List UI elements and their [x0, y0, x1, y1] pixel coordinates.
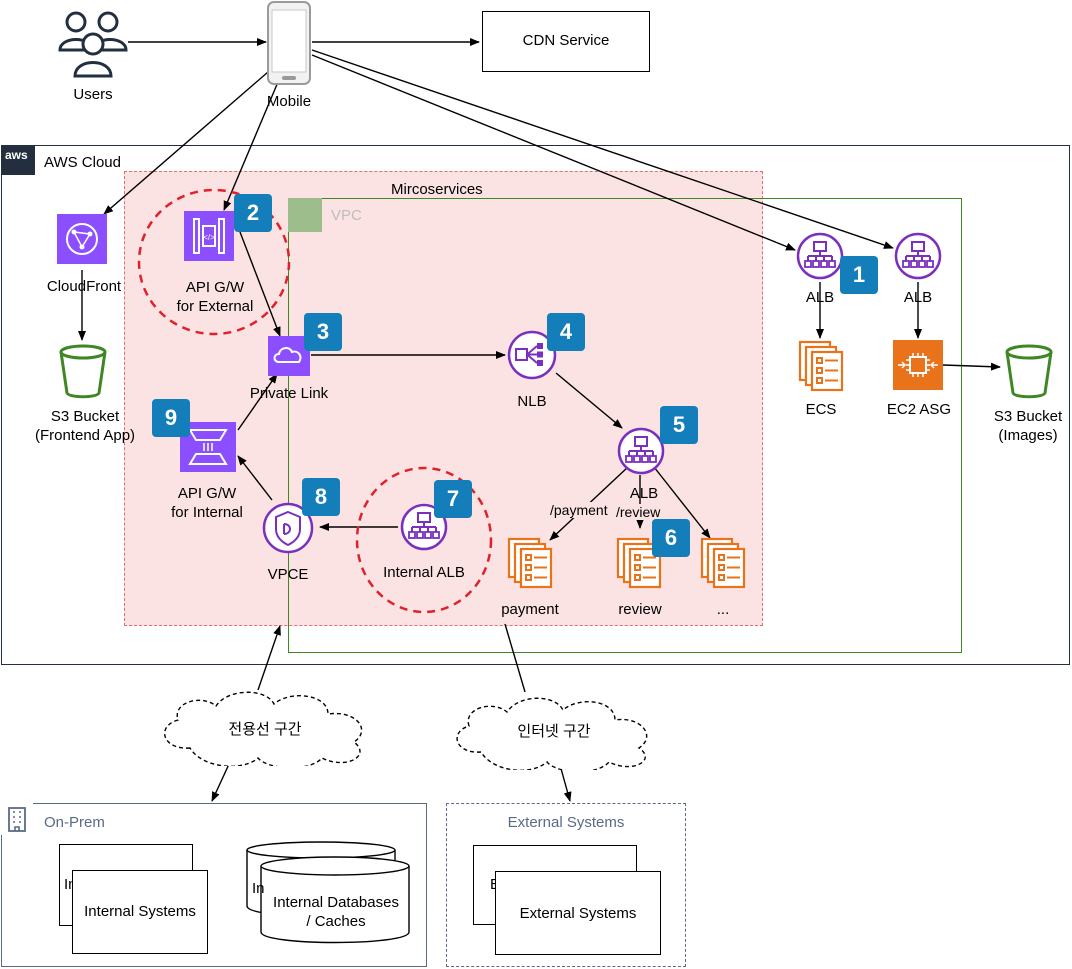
vpc-container [288, 198, 962, 653]
mobile-label: Mobile [266, 93, 312, 110]
users-label: Users [73, 86, 113, 103]
cdn-service-label: CDN Service [522, 32, 610, 49]
vpc-icon [288, 198, 322, 232]
cloudfront-label: CloudFront [46, 278, 122, 295]
badge-6: 6 [652, 519, 690, 557]
cdn-service-box [482, 11, 650, 72]
s3-frontend-label-line1: S3 Bucket [50, 408, 120, 425]
alb-right1-label: ALB [805, 289, 835, 306]
ecs-icon [507, 537, 553, 589]
private-link-label: Private Link [249, 385, 329, 402]
aws-cloud-label: AWS Cloud [44, 154, 121, 171]
apigw-internal-label-line2: for Internal [171, 504, 243, 521]
badge-9: 9 [152, 399, 190, 437]
onprem-container [1, 803, 427, 967]
badge-3: 3 [304, 313, 342, 351]
svg-text:</>: </> [203, 233, 215, 242]
internal-db-label-line1: Internal Databases [273, 894, 399, 911]
highlight-circle-internal-alb [355, 466, 493, 614]
path-review-label: /review [616, 504, 661, 520]
internet-line-label: 인터넷 구간 [517, 723, 591, 740]
apigw-external-label: API G/W for External [160, 278, 270, 316]
database-icon [246, 841, 410, 944]
ecs-icon [798, 340, 844, 392]
alb-icon [796, 232, 844, 280]
review-label: review [618, 601, 662, 618]
alb-icon [617, 427, 665, 475]
ec2-asg-icon [893, 340, 943, 390]
s3-frontend-label: S3 Bucket (Frontend App) [20, 407, 150, 445]
ecs-label: ECS [805, 401, 837, 418]
apigw-internal-label: API G/W for Internal [152, 484, 262, 522]
mobile-icon [267, 1, 311, 85]
onprem-label: On-Prem [44, 814, 105, 831]
internal-db-label: Internal Databases / Caches [261, 893, 411, 931]
s3-images-label: S3 Bucket (Images) [980, 407, 1072, 445]
microservices-label: Mircoservices [391, 181, 483, 198]
s3-images-label-line1: S3 Bucket [993, 408, 1063, 425]
vpce-label: VPCE [267, 566, 309, 583]
nlb-icon [507, 330, 557, 380]
cloud-icon [164, 691, 363, 766]
s3-icon [59, 344, 107, 399]
ecs-icon [616, 537, 662, 589]
aws-logo-text: aws [5, 148, 28, 162]
s3-frontend-label-line2: (Frontend App) [34, 427, 136, 444]
badge-7: 7 [434, 480, 472, 518]
internal-systems-box [72, 870, 208, 954]
badge-4: 4 [547, 313, 585, 351]
cloudfront-icon [57, 214, 107, 264]
external-systems-title: External Systems [507, 814, 625, 831]
private-link-icon [268, 336, 310, 376]
s3-images-label-line2: (Images) [998, 427, 1058, 444]
path-payment-label: /payment [550, 502, 608, 518]
alb-right2-label: ALB [903, 289, 933, 306]
aws-logo [1, 145, 35, 175]
external-systems-label: External Systems [519, 905, 637, 922]
vpc-label: VPC [331, 207, 362, 224]
external-systems-container [446, 803, 686, 967]
apigw-internal-label-line1: API G/W [177, 485, 237, 502]
internal-db-back-label: In [252, 880, 265, 897]
external-systems-box [495, 871, 661, 955]
cloud-icon [456, 697, 648, 770]
badge-1: 1 [840, 256, 878, 294]
badge-8: 8 [302, 478, 340, 516]
highlight-circle-apigw [137, 188, 291, 336]
vpce-icon [262, 502, 314, 554]
alb-center-label: ALB [629, 485, 659, 502]
more-label: ... [716, 601, 730, 618]
ecs-icon [700, 537, 746, 589]
apigw-external-label-line1: API G/W [185, 279, 245, 296]
badge-5: 5 [660, 406, 698, 444]
building-icon [1, 803, 33, 835]
internal-alb-label: Internal ALB [383, 564, 465, 581]
users-icon [58, 11, 128, 78]
s3-icon [1005, 344, 1053, 399]
alb-icon [894, 232, 942, 280]
dedicated-line-label: 전용선 구간 [228, 721, 302, 738]
badge-2: 2 [234, 194, 272, 232]
internal-systems-label: Internal Systems [84, 903, 196, 920]
ec2-asg-label: EC2 ASG [886, 401, 952, 418]
payment-label: payment [501, 601, 559, 618]
nlb-label: NLB [517, 393, 547, 410]
internal-db-label-line2: / Caches [306, 913, 366, 930]
apigw-external-label-line2: for External [176, 298, 254, 315]
api-gateway-icon: </> [184, 211, 234, 261]
